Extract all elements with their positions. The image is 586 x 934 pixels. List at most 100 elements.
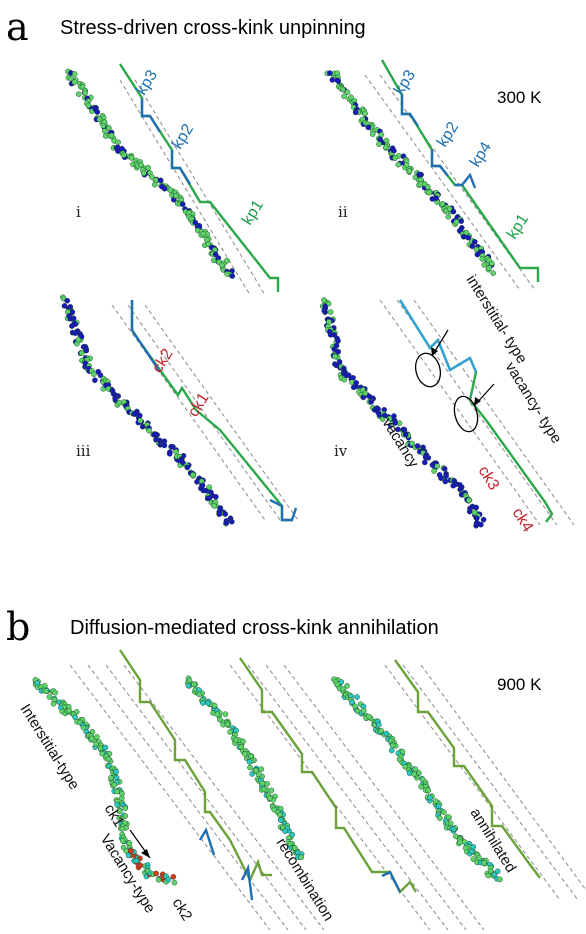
atom bbox=[199, 482, 206, 489]
arrow-head-icon bbox=[141, 849, 150, 858]
atom bbox=[369, 131, 376, 137]
guide-line bbox=[119, 79, 251, 296]
atom bbox=[395, 161, 402, 168]
atom bbox=[136, 412, 143, 419]
atom bbox=[348, 94, 354, 101]
cross-kink-line-iv bbox=[398, 299, 478, 373]
atom bbox=[431, 468, 437, 474]
atom bbox=[43, 688, 50, 695]
atom bbox=[450, 826, 457, 833]
atom bbox=[120, 838, 126, 844]
atom bbox=[140, 170, 147, 176]
atom bbox=[119, 826, 126, 832]
atom bbox=[108, 132, 115, 139]
atom bbox=[214, 711, 221, 718]
atom bbox=[341, 93, 347, 100]
atom bbox=[128, 155, 135, 161]
atom-chain-iii bbox=[60, 294, 235, 527]
atom bbox=[194, 478, 200, 485]
atom bbox=[425, 787, 432, 794]
atom bbox=[474, 251, 481, 258]
atom bbox=[222, 711, 229, 718]
subpanel-b-middle: recombination bbox=[184, 657, 485, 931]
atom bbox=[161, 442, 168, 449]
atom bbox=[445, 814, 452, 820]
atom bbox=[71, 71, 78, 77]
atom bbox=[180, 459, 186, 466]
atom bbox=[242, 751, 248, 757]
panel-b-title: Diffusion-mediated cross-kink annihilati… bbox=[70, 617, 439, 639]
atom bbox=[52, 689, 59, 696]
atom bbox=[224, 271, 230, 277]
guide-line bbox=[123, 664, 325, 931]
atom bbox=[282, 828, 289, 834]
kp4-label: kp4 bbox=[467, 139, 495, 170]
atom bbox=[133, 857, 140, 864]
kink-pair-kp2 bbox=[170, 150, 192, 185]
cross-kink-line bbox=[240, 863, 254, 901]
atom bbox=[439, 200, 446, 207]
atom bbox=[406, 168, 413, 174]
subpanel-iv: iv interstitial- type vacancy- type vaca… bbox=[319, 272, 575, 535]
guide-line bbox=[384, 664, 561, 901]
atom bbox=[232, 737, 239, 743]
atom bbox=[457, 839, 464, 846]
atom-chain-b-left bbox=[32, 677, 178, 886]
atom bbox=[114, 801, 120, 808]
atom bbox=[229, 273, 236, 279]
guide-line bbox=[420, 664, 586, 891]
atom bbox=[450, 208, 457, 215]
atom bbox=[403, 162, 410, 168]
atom bbox=[227, 729, 233, 735]
atom bbox=[329, 77, 336, 83]
atom bbox=[481, 262, 488, 268]
atom bbox=[392, 154, 399, 161]
atom bbox=[93, 741, 99, 748]
panel-b-letter: b bbox=[6, 605, 30, 649]
atom bbox=[402, 764, 409, 770]
atom bbox=[335, 348, 342, 355]
atom bbox=[411, 771, 418, 777]
atom bbox=[151, 181, 158, 188]
atom bbox=[137, 417, 144, 424]
dislocation-line-b-left bbox=[119, 649, 272, 883]
kp3-label: kp3 bbox=[391, 67, 419, 98]
guide-line bbox=[364, 74, 521, 291]
atom bbox=[327, 309, 334, 315]
kink-pair-kp3 bbox=[140, 98, 162, 133]
atom bbox=[50, 700, 57, 707]
atom bbox=[414, 443, 421, 449]
atom bbox=[261, 786, 267, 793]
atom bbox=[205, 700, 211, 706]
subpanel-iii: iii ck2 ck1 bbox=[60, 294, 299, 527]
atom bbox=[82, 360, 89, 367]
atom bbox=[360, 708, 367, 714]
subpanel-iii-label: iii bbox=[76, 442, 91, 460]
panel-b-temperature: 900 K bbox=[497, 675, 542, 694]
atom bbox=[442, 478, 449, 485]
atom bbox=[440, 809, 447, 815]
atom bbox=[388, 747, 395, 754]
atom bbox=[486, 265, 493, 271]
atom bbox=[166, 450, 173, 457]
atom bbox=[470, 856, 477, 862]
atom bbox=[72, 321, 79, 328]
atom bbox=[122, 805, 128, 812]
atom bbox=[267, 795, 273, 802]
atom bbox=[222, 511, 228, 517]
guide-line bbox=[265, 664, 467, 931]
atom-chain-i bbox=[65, 68, 236, 279]
atom bbox=[91, 371, 97, 377]
atom bbox=[365, 124, 372, 131]
atom bbox=[171, 879, 178, 886]
atom bbox=[386, 415, 393, 422]
atom bbox=[335, 338, 341, 344]
atom bbox=[340, 686, 347, 692]
atom bbox=[327, 70, 333, 76]
atom bbox=[106, 125, 112, 131]
atom bbox=[113, 768, 119, 775]
atom bbox=[458, 218, 465, 224]
atom bbox=[94, 109, 101, 115]
atom bbox=[67, 315, 74, 322]
atom-chain-b-right bbox=[331, 676, 503, 883]
